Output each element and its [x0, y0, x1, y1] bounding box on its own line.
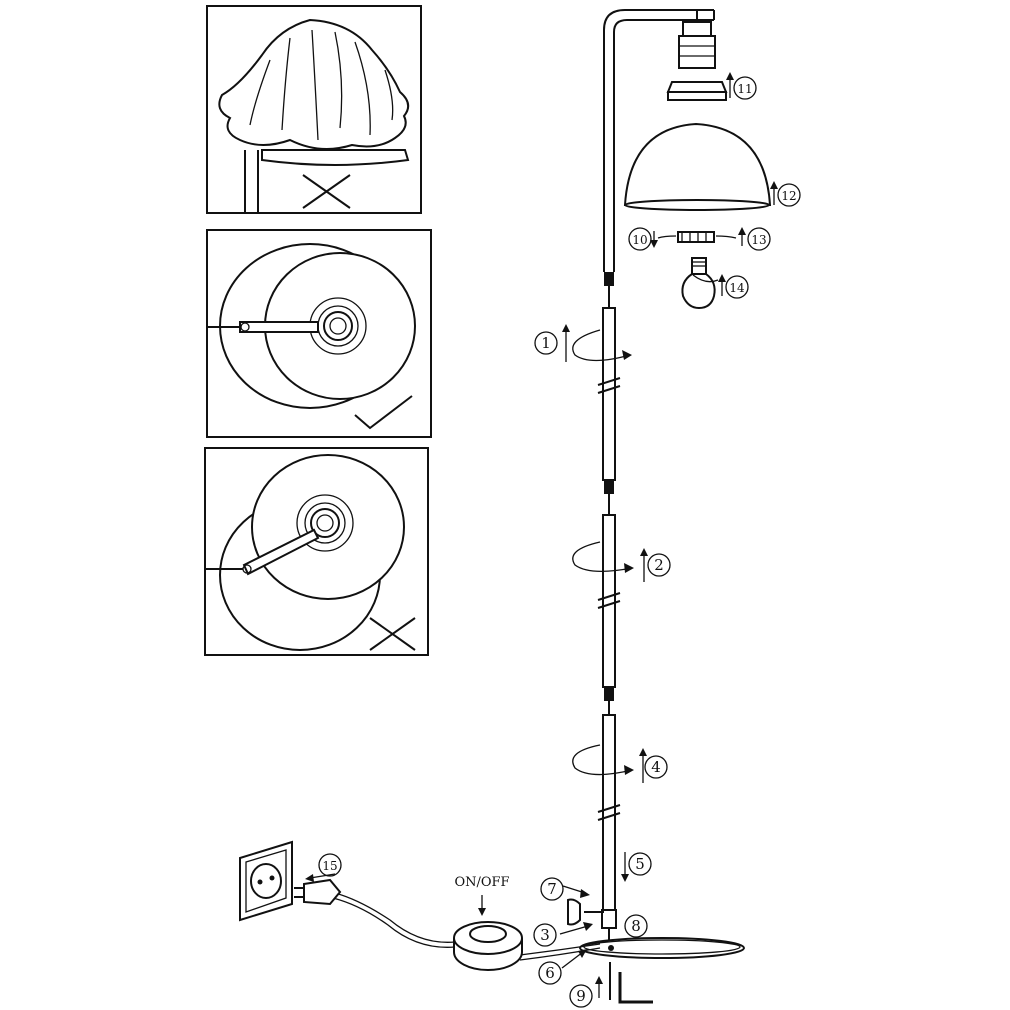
callout-3: 3: [533, 923, 557, 947]
up-arrow: [718, 274, 726, 296]
rotation-arrow: [572, 541, 634, 573]
callout-15: 15: [318, 853, 342, 877]
callout-5: 5: [628, 852, 652, 876]
callout-11: 11: [733, 76, 757, 100]
svg-text:6: 6: [545, 964, 555, 982]
rotation-arrow: [572, 329, 632, 362]
svg-text:9: 9: [576, 987, 586, 1005]
panel-cable-centered: [206, 229, 432, 438]
lamp-socket: [678, 10, 716, 69]
callout-2: 2: [647, 553, 671, 577]
svg-text:14: 14: [729, 281, 745, 295]
svg-text:5: 5: [635, 855, 645, 873]
down-arrow: [621, 852, 629, 882]
callout-10: 10: [628, 227, 652, 251]
up-arrow: [639, 748, 647, 783]
callout-9: 9: [569, 984, 593, 1008]
down-arrow: [650, 231, 658, 248]
svg-text:15: 15: [322, 859, 337, 873]
callout-12: 12: [777, 183, 801, 207]
foot-switch: [453, 921, 523, 971]
svg-text:3: 3: [540, 926, 550, 944]
panel-shade-covered: [206, 5, 422, 214]
power-plug: [294, 878, 342, 906]
arrow: [562, 885, 590, 898]
callout-1: 1: [534, 331, 558, 355]
shade-screw-ring: [657, 231, 737, 243]
shade-ring: [666, 81, 728, 101]
arrow: [305, 873, 336, 882]
power-cable: [332, 892, 601, 961]
callout-6: 6: [538, 961, 562, 985]
callout-4: 4: [644, 755, 668, 779]
svg-text:4: 4: [651, 758, 661, 776]
svg-text:2: 2: [654, 556, 664, 574]
svg-text:1: 1: [541, 334, 551, 352]
lamp-pole: [597, 9, 715, 911]
arrow: [559, 922, 593, 935]
svg-text:7: 7: [547, 880, 557, 898]
wall-socket: [239, 840, 293, 922]
cross-mark: [302, 174, 351, 209]
svg-text:12: 12: [781, 189, 796, 203]
up-arrow: [770, 181, 778, 205]
up-arrow: [738, 227, 746, 246]
light-bulb: [681, 257, 719, 310]
svg-text:8: 8: [631, 917, 641, 935]
lamp-shade: [623, 122, 772, 211]
down-arrow: [478, 895, 486, 916]
svg-text:10: 10: [632, 233, 647, 247]
svg-text:13: 13: [751, 233, 766, 247]
up-arrow: [562, 324, 570, 362]
cross-mark: [369, 617, 416, 651]
panel-cable-offset: [204, 447, 429, 656]
callout-7: 7: [540, 877, 564, 901]
allen-key: [609, 962, 653, 1004]
switch-label: ON/OFF: [454, 875, 509, 890]
callout-8: 8: [624, 914, 648, 938]
callout-13: 13: [747, 227, 771, 251]
up-arrow: [726, 72, 734, 98]
callout-14: 14: [725, 275, 749, 299]
up-arrow: [640, 548, 648, 582]
check-mark: [354, 395, 413, 430]
rotation-arrow: [572, 744, 634, 776]
svg-text:11: 11: [737, 82, 752, 96]
up-arrow: [595, 976, 603, 998]
